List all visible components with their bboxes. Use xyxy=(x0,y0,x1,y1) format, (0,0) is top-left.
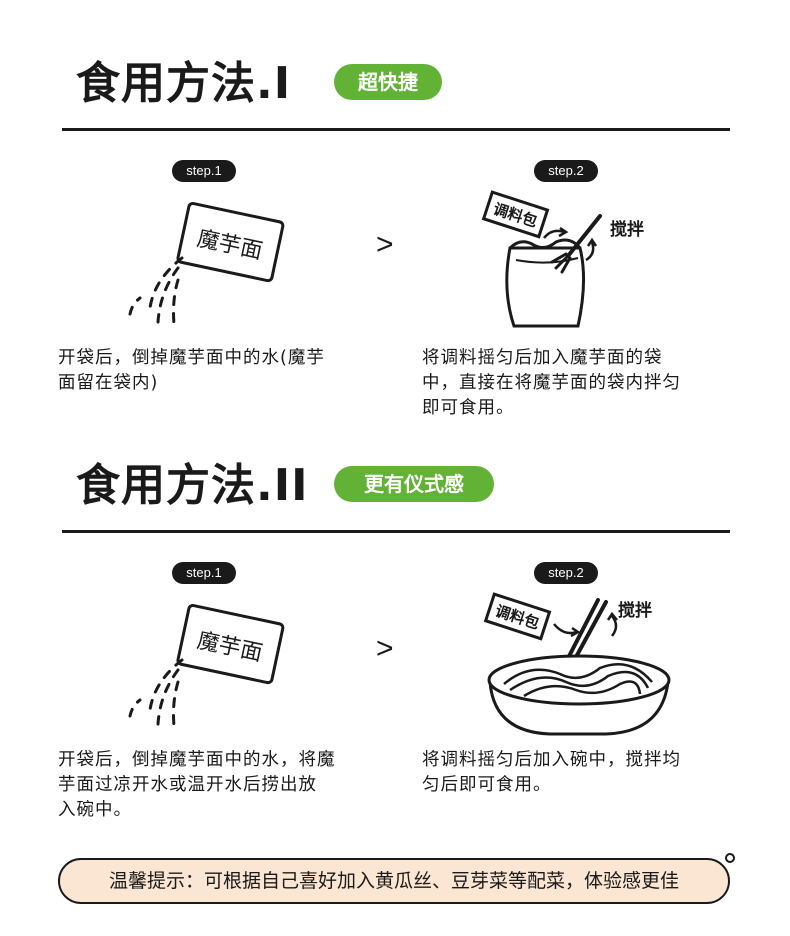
method1-step-separator: > xyxy=(376,228,394,261)
tip-banner: 温馨提示：可根据自己喜好加入黄瓜丝、豆芽菜等配菜，体验感更佳 xyxy=(58,853,735,904)
method1-step2-desc: 将调料摇匀后加入魔芋面的袋 中，直接在将魔芋面的袋内拌匀 即可食用。 xyxy=(422,348,681,418)
method2-step1-badge: step.1 xyxy=(172,562,236,584)
method2-title: 食用方法.II xyxy=(76,460,309,511)
method2-tag: 更有仪式感 xyxy=(334,466,494,502)
pouring-bag-icon: 魔芋面 xyxy=(128,201,285,326)
method1-action-label: 搅拌 xyxy=(610,219,644,240)
stir-arrow-icon xyxy=(553,623,577,635)
seasoning-packet-icon: 调料包 xyxy=(481,190,550,239)
bowl-stir-illustration: 调料包 搅拌 xyxy=(483,592,671,736)
fork-icon xyxy=(550,214,602,274)
seasoning-packet-icon: 调料包 xyxy=(483,592,552,641)
method2-step2-desc: 将调料摇匀后加入碗中，搅拌均 匀后即可食用。 xyxy=(422,750,681,795)
method2-step2-badge: step.2 xyxy=(534,562,598,584)
method1-tag: 超快捷 xyxy=(334,64,442,100)
pouring-bag-icon: 魔芋面 xyxy=(128,603,285,728)
method1-step1-desc: 开袋后，倒掉魔芋面中的水(魔芋 面留在袋内) xyxy=(58,348,325,393)
method1-title: 食用方法.I xyxy=(76,58,292,109)
noodle-bowl-icon xyxy=(487,654,671,736)
method2-step1-desc: 开袋后，倒掉魔芋面中的水，将魔 芋面过凉开水或温开水后捞出放 入碗中。 xyxy=(58,750,336,820)
pouch-stir-illustration: 调料包 搅拌 xyxy=(481,190,644,328)
method2-step-separator: > xyxy=(376,632,394,665)
method1-step1-badge: step.1 xyxy=(172,160,236,182)
method2-action-label: 搅拌 xyxy=(618,600,652,621)
tip-text: 温馨提示：可根据自己喜好加入黄瓜丝、豆芽菜等配菜，体验感更佳 xyxy=(108,870,679,892)
stir-arrow-icon xyxy=(543,229,565,239)
tip-dot-decoration xyxy=(725,853,735,863)
method2-divider xyxy=(62,530,730,533)
method1-divider xyxy=(62,128,730,131)
method1-step2-badge: step.2 xyxy=(534,160,598,182)
